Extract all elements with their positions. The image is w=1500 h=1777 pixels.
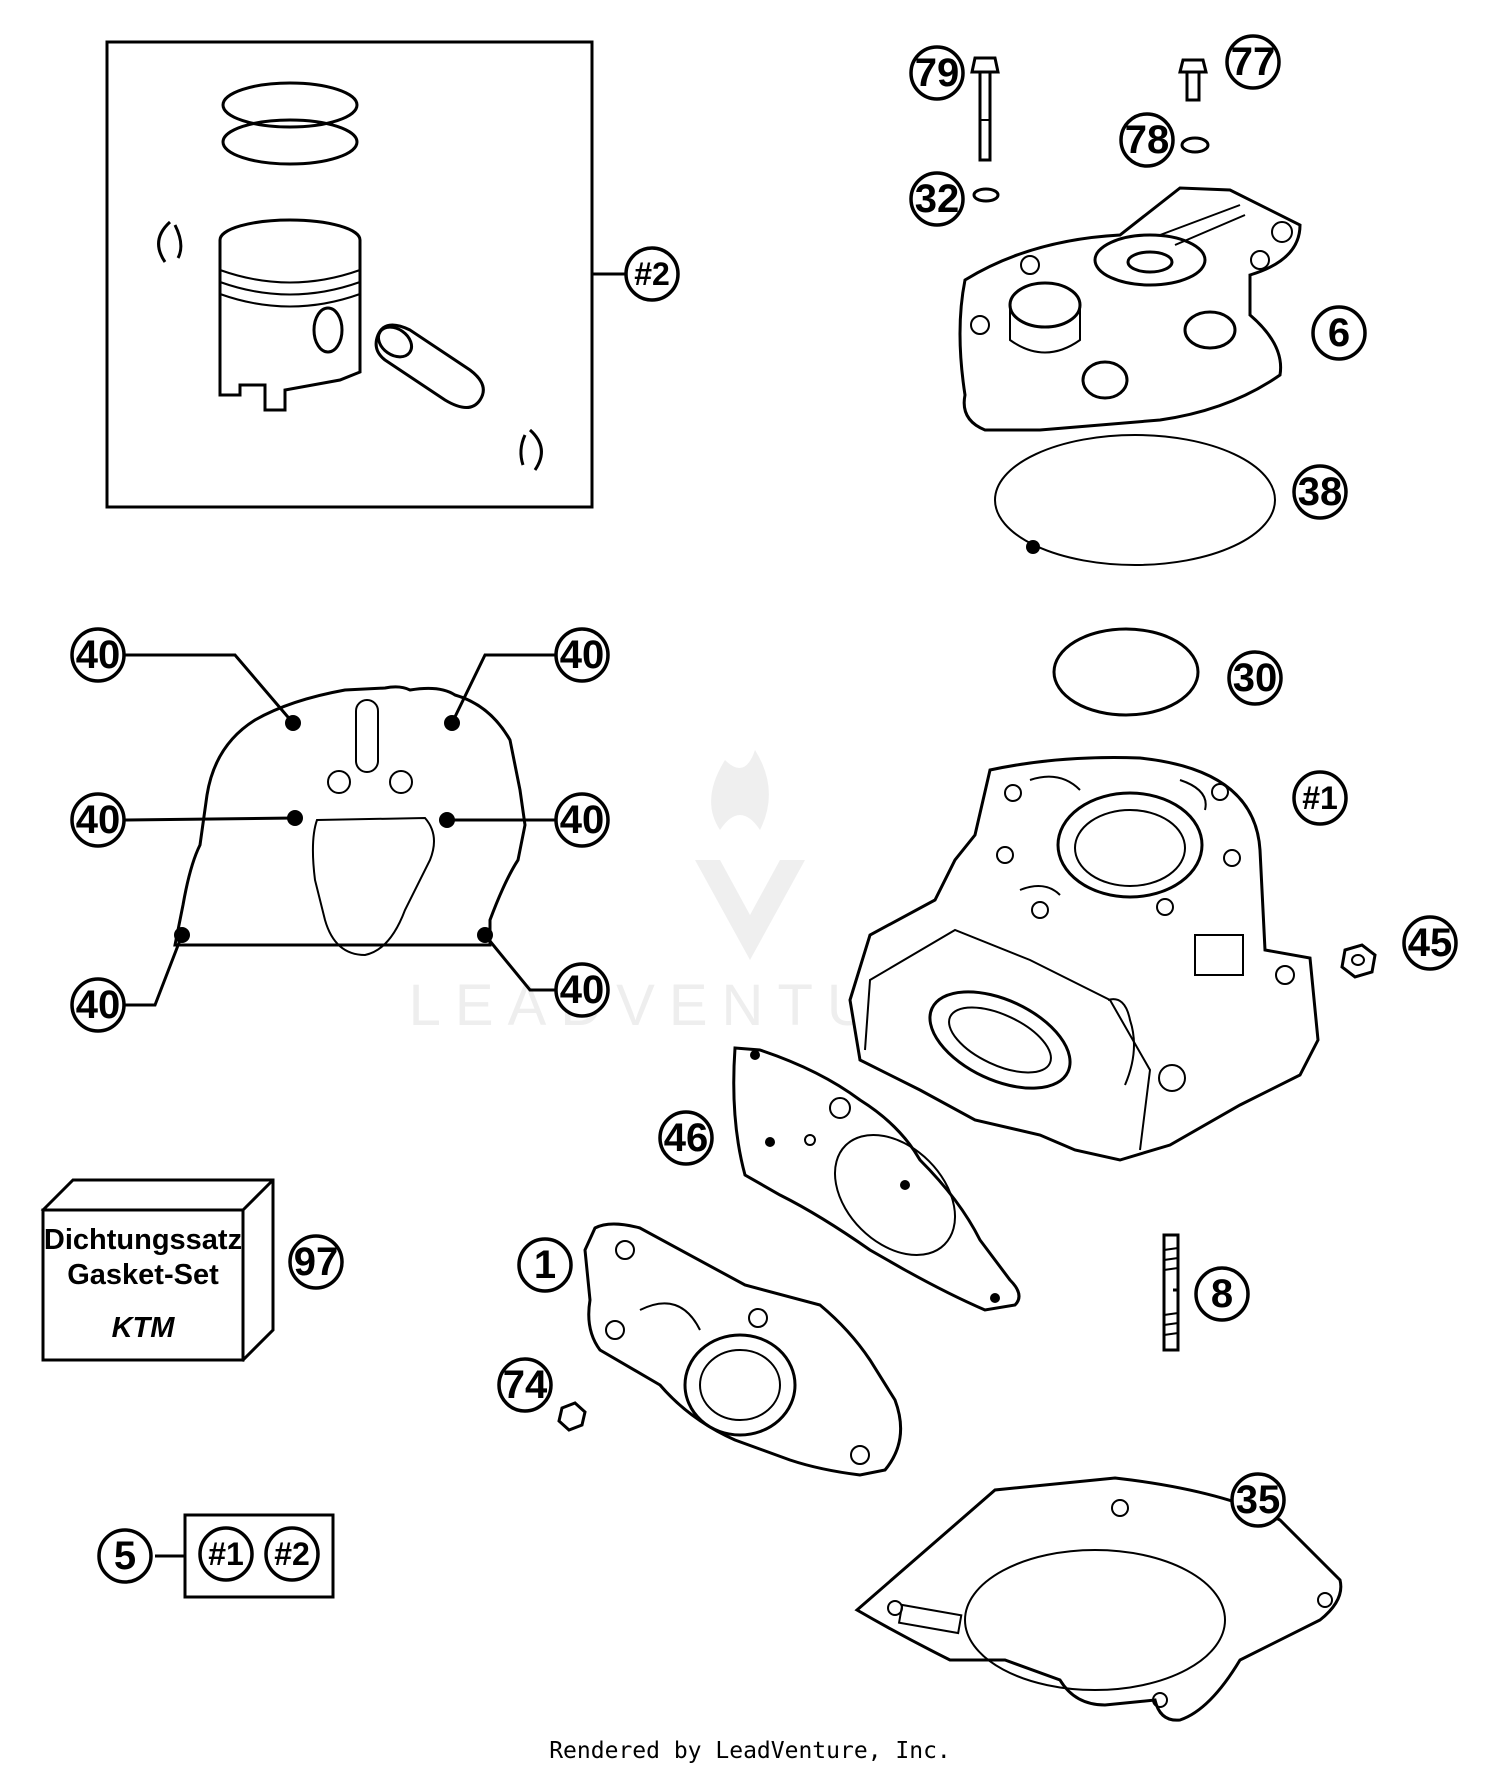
svg-text:30: 30 xyxy=(1233,656,1278,700)
svg-text:#2: #2 xyxy=(634,256,670,292)
head-bolt-79 xyxy=(970,56,1000,162)
kit-box-5 xyxy=(155,1513,335,1599)
svg-text:74: 74 xyxy=(503,1363,548,1407)
callout-78: 78 xyxy=(1119,112,1175,168)
circlip-right xyxy=(519,428,543,471)
washer-32 xyxy=(972,187,1000,203)
callout-1-cylinder: #1 xyxy=(1292,770,1348,826)
o-ring-38-tab xyxy=(1026,540,1040,554)
svg-text:35: 35 xyxy=(1236,1478,1281,1522)
callout-40-bottom-left: 40 xyxy=(70,977,126,1033)
svg-text:40: 40 xyxy=(560,968,605,1012)
callout-40-mid-left: 40 xyxy=(70,792,126,848)
svg-text:8: 8 xyxy=(1211,1272,1233,1316)
callout-30: 30 xyxy=(1227,650,1283,706)
callout-40-top-left: 40 xyxy=(70,627,126,683)
callout-5-kit-2: #2 xyxy=(264,1526,320,1582)
ktm-logo: KTM xyxy=(112,1312,176,1344)
svg-text:#1: #1 xyxy=(208,1536,244,1572)
svg-text:45: 45 xyxy=(1408,921,1453,965)
cylinder xyxy=(848,756,1320,1162)
circlip-left xyxy=(157,220,183,263)
nut-45 xyxy=(1340,943,1377,979)
callout-74: 74 xyxy=(497,1357,553,1413)
callout-79: 79 xyxy=(909,45,965,101)
svg-text:97: 97 xyxy=(294,1240,339,1284)
leaders-40 xyxy=(124,653,555,1007)
svg-text:40: 40 xyxy=(76,798,121,842)
callout-6: 6 xyxy=(1311,305,1367,361)
callout-1: 1 xyxy=(517,1237,573,1293)
exhaust-gasket xyxy=(173,685,527,957)
callout-2: #2 xyxy=(624,246,680,302)
o-ring-38 xyxy=(994,434,1276,566)
callout-77: 77 xyxy=(1225,34,1281,90)
callout-5: 5 xyxy=(97,1528,153,1584)
svg-text:#2: #2 xyxy=(274,1536,310,1572)
callout-45: 45 xyxy=(1402,915,1458,971)
nut-74 xyxy=(557,1401,587,1432)
piston-ring-bottom xyxy=(221,118,359,166)
callout-40-mid-right: 40 xyxy=(554,792,610,848)
callout-97: 97 xyxy=(288,1234,344,1290)
stud-8 xyxy=(1162,1233,1180,1352)
footer-credit: Rendered by LeadVenture, Inc. xyxy=(549,1738,951,1764)
callout-46: 46 xyxy=(658,1110,714,1166)
piston xyxy=(218,218,362,412)
svg-text:32: 32 xyxy=(915,177,960,221)
callout-35: 35 xyxy=(1230,1472,1286,1528)
head-bolt-77 xyxy=(1178,58,1208,102)
svg-text:40: 40 xyxy=(76,983,121,1027)
gasket-set-english-label: Gasket-Set xyxy=(67,1259,219,1291)
svg-text:1: 1 xyxy=(534,1243,556,1287)
svg-text:40: 40 xyxy=(560,798,605,842)
piston-ring-top xyxy=(221,81,359,129)
gasket-46 xyxy=(732,1046,1021,1312)
callout-40-top-right: 40 xyxy=(554,627,610,683)
svg-text:46: 46 xyxy=(664,1116,709,1160)
svg-text:40: 40 xyxy=(560,633,605,677)
svg-text:5: 5 xyxy=(114,1534,136,1578)
callout-8: 8 xyxy=(1194,1266,1250,1322)
piston-pin xyxy=(374,323,485,409)
svg-text:#1: #1 xyxy=(1302,780,1338,816)
callout-38: 38 xyxy=(1292,464,1348,520)
o-ring-30 xyxy=(1052,627,1200,717)
gasket-set-german-label: Dichtungssatz xyxy=(44,1224,242,1256)
intake-manifold xyxy=(583,1222,903,1477)
svg-text:38: 38 xyxy=(1298,470,1343,514)
svg-text:6: 6 xyxy=(1328,311,1350,355)
callout-32: 32 xyxy=(909,171,965,227)
washer-78 xyxy=(1180,136,1210,154)
svg-text:78: 78 xyxy=(1125,118,1170,162)
cylinder-head xyxy=(958,186,1302,432)
svg-text:77: 77 xyxy=(1231,40,1276,84)
callout-40-bottom-right: 40 xyxy=(554,962,610,1018)
callout-5-kit-1: #1 xyxy=(198,1526,254,1582)
svg-text:79: 79 xyxy=(915,51,960,95)
gasket-set-box: Dichtungssatz Gasket-Set KTM xyxy=(40,1178,275,1362)
svg-text:40: 40 xyxy=(76,633,121,677)
piston-kit-group xyxy=(105,40,625,509)
